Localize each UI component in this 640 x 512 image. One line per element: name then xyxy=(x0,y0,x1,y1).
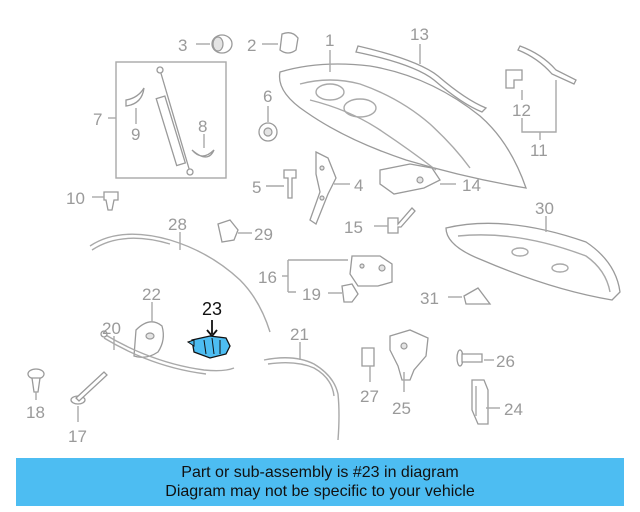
label-6: 6 xyxy=(263,87,272,106)
info-banner: Part or sub-assembly is #23 in diagram D… xyxy=(16,458,624,506)
label-27: 27 xyxy=(360,387,379,406)
part-15-bolt xyxy=(387,207,416,234)
label-13: 13 xyxy=(410,25,429,44)
part-28-cable xyxy=(89,233,271,333)
label-14: 14 xyxy=(462,176,481,195)
label-26: 26 xyxy=(496,352,515,371)
label-15: 15 xyxy=(344,218,363,237)
part-19-bolt xyxy=(341,283,359,303)
part-1-hood xyxy=(278,63,527,189)
banner-line-2: Diagram may not be specific to your vehi… xyxy=(165,483,475,500)
label-9: 9 xyxy=(131,125,140,144)
part-17-bolt xyxy=(70,371,108,405)
label-21: 21 xyxy=(290,325,309,344)
parts-diagram: 3 2 7 9 8 6 1 13 xyxy=(26,25,621,446)
label-30: 30 xyxy=(535,199,554,218)
part-3-grommet xyxy=(211,34,233,54)
label-19: 19 xyxy=(302,285,321,304)
part-9-bracket xyxy=(125,87,145,107)
label-24: 24 xyxy=(504,400,523,419)
label-18: 18 xyxy=(26,403,45,422)
part-18-pin xyxy=(27,368,45,393)
part-16-latch xyxy=(349,255,393,287)
part-29-clip xyxy=(217,219,239,243)
part-25-latch xyxy=(389,329,429,381)
part-12-clip xyxy=(505,69,523,89)
label-4: 4 xyxy=(354,176,363,195)
part-5-bolt xyxy=(283,169,297,199)
part-22-handle xyxy=(133,321,164,358)
label-29: 29 xyxy=(254,225,273,244)
part-2-bumper xyxy=(279,32,299,54)
label-1: 1 xyxy=(325,31,334,50)
part-6-grommet xyxy=(258,122,278,142)
part-27-block xyxy=(361,347,375,367)
part-8-bracket xyxy=(191,149,215,158)
label-12: 12 xyxy=(512,101,531,120)
label-17: 17 xyxy=(68,427,87,446)
label-16: 16 xyxy=(258,268,277,287)
part-4-hinge xyxy=(309,150,337,225)
label-2: 2 xyxy=(247,36,256,55)
label-23: 23 xyxy=(202,299,222,319)
banner-line-1: Part or sub-assembly is #23 in diagram xyxy=(181,464,459,481)
label-25: 25 xyxy=(392,399,411,418)
label-20: 20 xyxy=(102,319,121,338)
part-7-strut xyxy=(155,66,194,176)
label-3: 3 xyxy=(178,36,187,55)
label-10: 10 xyxy=(66,189,85,208)
part-21-cable xyxy=(263,357,340,441)
part-26-bolt xyxy=(456,349,483,367)
part-24-striker xyxy=(471,379,489,425)
part-31-clip xyxy=(463,287,492,305)
label-22: 22 xyxy=(142,285,161,304)
label-8: 8 xyxy=(198,117,207,136)
part-10-clip xyxy=(103,191,119,211)
label-7: 7 xyxy=(93,110,102,129)
part-23-highlighted[interactable] xyxy=(186,335,231,359)
label-31: 31 xyxy=(420,289,439,308)
label-5: 5 xyxy=(252,178,261,197)
part-20-cable xyxy=(100,330,235,375)
group-7-box xyxy=(115,61,227,179)
part-11-seal xyxy=(517,45,577,85)
part-14-hinge xyxy=(379,163,441,195)
part-13-seal xyxy=(355,45,488,113)
part-30-insulator xyxy=(445,222,621,301)
label-28: 28 xyxy=(168,215,187,234)
label-11: 11 xyxy=(530,141,548,160)
